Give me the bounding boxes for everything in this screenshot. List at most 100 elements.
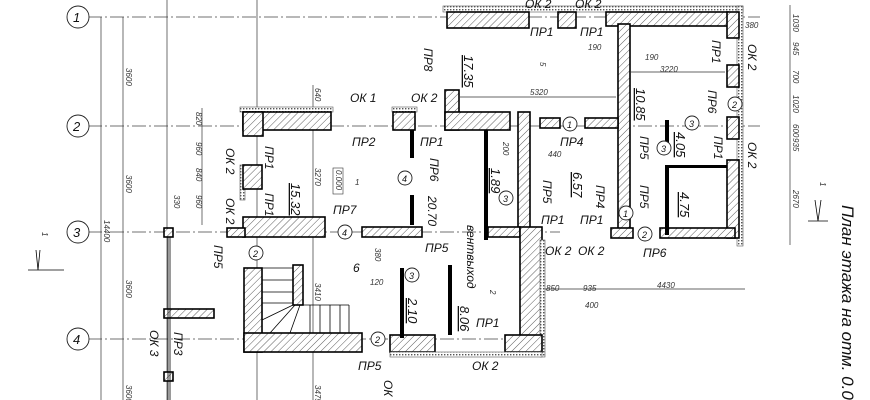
svg-text:4430: 4430 bbox=[657, 281, 675, 290]
svg-text:1.89: 1.89 bbox=[488, 168, 503, 193]
axis-marker-4: 4 bbox=[66, 327, 90, 351]
svg-text:ОК 2: ОК 2 bbox=[223, 148, 237, 175]
svg-text:17.35: 17.35 bbox=[461, 55, 476, 88]
svg-text:1: 1 bbox=[818, 182, 827, 186]
opening-marks: ПР1 ПР1 ОК 2 ОК 2 ПР1 ОК 2 ПР6 ПР1 ОК 2 … bbox=[147, 0, 759, 400]
left-dimensions: 3600 3600 14400 3600 3600 820 960 840 96… bbox=[100, 17, 203, 400]
svg-text:ОК 2: ОК 2 bbox=[525, 0, 552, 11]
svg-text:935: 935 bbox=[791, 138, 800, 152]
staircase bbox=[261, 267, 350, 334]
svg-text:850: 850 bbox=[546, 284, 560, 293]
inner-dimensions: 640 190 190 3220 380 5320 200 440 380 12… bbox=[313, 21, 759, 400]
svg-text:3: 3 bbox=[73, 225, 81, 240]
svg-text:3: 3 bbox=[689, 119, 694, 129]
svg-text:3: 3 bbox=[503, 194, 508, 204]
svg-text:700: 700 bbox=[791, 70, 800, 84]
svg-text:2: 2 bbox=[488, 289, 497, 295]
svg-text:3: 3 bbox=[661, 144, 666, 154]
svg-text:2.10: 2.10 bbox=[405, 297, 420, 324]
svg-text:380: 380 bbox=[373, 248, 382, 262]
svg-text:ПР1: ПР1 bbox=[580, 25, 603, 39]
svg-text:ПР5: ПР5 bbox=[358, 359, 382, 373]
svg-text:6.57: 6.57 bbox=[570, 172, 585, 198]
node-marks: 1 1 2 2 2 2 3 3 3 3 4 4 bbox=[248, 96, 743, 347]
svg-text:ПР5: ПР5 bbox=[211, 245, 225, 269]
walls bbox=[163, 5, 744, 400]
svg-text:3410: 3410 bbox=[313, 283, 322, 301]
svg-text:ОК 3: ОК 3 bbox=[381, 380, 395, 400]
axis-marker-2: 2 bbox=[66, 114, 90, 138]
svg-text:5320: 5320 bbox=[530, 88, 548, 97]
svg-text:вентвыход: вентвыход bbox=[464, 225, 478, 289]
svg-text:ПР3: ПР3 bbox=[171, 332, 185, 356]
svg-text:6: 6 bbox=[353, 261, 360, 275]
svg-text:ОК 2: ОК 2 bbox=[223, 198, 237, 225]
svg-text:0.000: 0.000 bbox=[334, 170, 343, 191]
axis-marker-3: 3 bbox=[66, 220, 90, 244]
svg-text:ОК 2: ОК 2 bbox=[575, 0, 602, 11]
svg-text:ПР1: ПР1 bbox=[420, 135, 443, 149]
svg-text:3600: 3600 bbox=[124, 280, 133, 298]
svg-text:ОК 2: ОК 2 bbox=[745, 44, 759, 71]
svg-text:960: 960 bbox=[194, 142, 203, 156]
svg-text:960: 960 bbox=[194, 195, 203, 209]
svg-text:ПР5: ПР5 bbox=[540, 180, 554, 204]
svg-text:ОК 2: ОК 2 bbox=[411, 91, 438, 105]
svg-text:ПР1: ПР1 bbox=[580, 213, 603, 227]
svg-text:ПР7: ПР7 bbox=[333, 203, 358, 217]
svg-text:ПР1: ПР1 bbox=[711, 136, 725, 159]
svg-text:4.75: 4.75 bbox=[677, 192, 692, 218]
svg-text:400: 400 bbox=[585, 301, 599, 310]
svg-text:ПР2: ПР2 bbox=[352, 135, 376, 149]
room-labels: 15.32 1 0.000 8.06 2 вентвыход 17.35 5 6… bbox=[288, 55, 692, 332]
svg-text:4.05: 4.05 bbox=[673, 132, 688, 158]
svg-text:ПР6: ПР6 bbox=[705, 90, 719, 114]
svg-text:ОК 3: ОК 3 bbox=[147, 330, 161, 357]
svg-text:ПР5: ПР5 bbox=[637, 136, 651, 160]
section-mark-left: 1 bbox=[28, 232, 64, 271]
svg-text:ОК 2: ОК 2 bbox=[578, 244, 605, 258]
svg-text:3600: 3600 bbox=[124, 175, 133, 193]
svg-text:2: 2 bbox=[731, 100, 737, 110]
svg-text:ОК 2: ОК 2 bbox=[545, 244, 572, 258]
svg-text:ПР1: ПР1 bbox=[262, 193, 276, 216]
svg-text:ПР6: ПР6 bbox=[427, 158, 441, 182]
svg-text:ПР1: ПР1 bbox=[530, 25, 553, 39]
svg-text:190: 190 bbox=[645, 53, 659, 62]
svg-text:4: 4 bbox=[402, 174, 407, 184]
svg-text:190: 190 bbox=[588, 43, 602, 52]
svg-text:840: 840 bbox=[194, 168, 203, 182]
svg-text:4: 4 bbox=[73, 332, 80, 347]
svg-text:ПР6: ПР6 bbox=[643, 246, 667, 260]
svg-text:ПР4: ПР4 bbox=[593, 185, 607, 209]
svg-text:935: 935 bbox=[583, 284, 597, 293]
svg-text:15.32: 15.32 bbox=[288, 183, 303, 216]
bottom-dimensions: 850 935 4430 400 bbox=[541, 281, 745, 310]
section-mark-right: 1 bbox=[808, 182, 828, 222]
svg-text:380: 380 bbox=[745, 21, 759, 30]
svg-text:ПР1: ПР1 bbox=[709, 40, 723, 63]
svg-text:3270: 3270 bbox=[313, 168, 322, 186]
svg-text:120: 120 bbox=[370, 278, 384, 287]
svg-text:ПР8: ПР8 bbox=[421, 48, 435, 72]
svg-text:ПР1: ПР1 bbox=[262, 146, 276, 169]
right-dimensions: 1030 945 700 1020 600 935 2670 bbox=[789, 5, 800, 245]
svg-text:2: 2 bbox=[72, 119, 81, 134]
svg-text:ПР5: ПР5 bbox=[425, 241, 449, 255]
drawing-title: План этажа на отм. 0.00 bbox=[838, 205, 857, 400]
svg-text:ПР4: ПР4 bbox=[560, 135, 584, 149]
svg-text:ПР1: ПР1 bbox=[476, 316, 499, 330]
svg-text:5: 5 bbox=[538, 62, 547, 67]
svg-text:1020: 1020 bbox=[791, 95, 800, 113]
svg-text:2670: 2670 bbox=[791, 189, 800, 208]
svg-text:14400: 14400 bbox=[102, 220, 111, 243]
svg-text:ОК 2: ОК 2 bbox=[745, 142, 759, 169]
svg-text:ПР5: ПР5 bbox=[637, 185, 651, 209]
axis-marker-1: 1 bbox=[66, 5, 90, 29]
svg-text:1: 1 bbox=[355, 178, 359, 187]
svg-text:3: 3 bbox=[409, 271, 414, 281]
svg-text:1: 1 bbox=[73, 10, 80, 25]
svg-text:945: 945 bbox=[791, 42, 800, 56]
svg-text:10.85: 10.85 bbox=[633, 88, 648, 121]
svg-text:2: 2 bbox=[374, 335, 380, 345]
